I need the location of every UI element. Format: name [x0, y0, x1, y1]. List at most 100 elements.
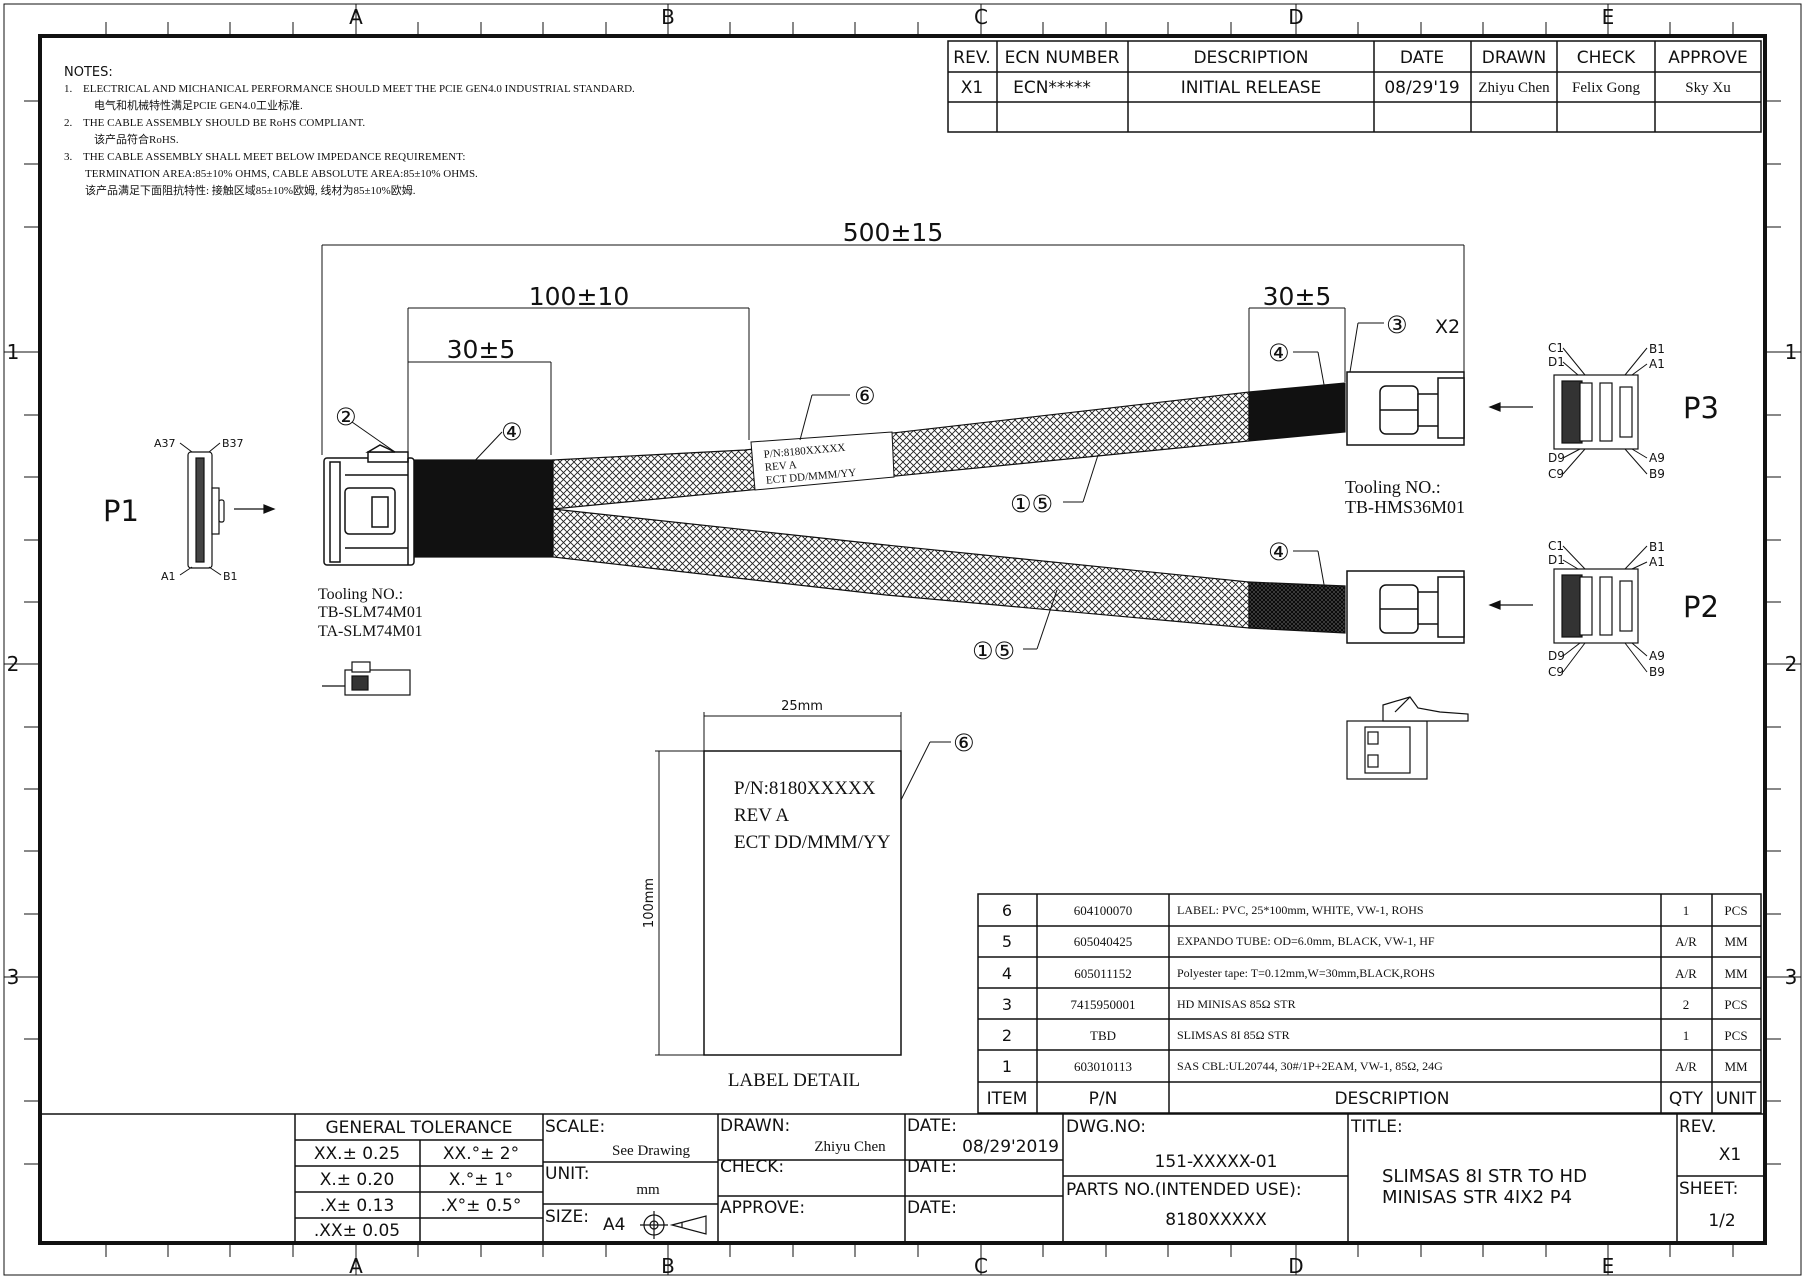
bom-row1-unit: MM	[1724, 1059, 1748, 1074]
bom-row4-item: 4	[1002, 964, 1012, 983]
bom-row4-qty: A/R	[1675, 966, 1697, 981]
bom-header-pn: P/N	[1089, 1089, 1118, 1109]
bom-row6-item: 6	[1002, 901, 1012, 920]
note-1-line-1: ELECTRICAL AND MICHANICAL PERFORMANCE SH…	[83, 83, 635, 95]
rev-label: REV.	[1679, 1117, 1716, 1137]
zone-ticks	[4, 4, 1801, 1275]
p3-pin-a1: A1	[1649, 357, 1665, 371]
title-line-2: MINISAS STR 4IX2 P4	[1382, 1187, 1572, 1208]
cable-assembly	[407, 382, 1346, 634]
p3-tooling-heading: Tooling NO.:	[1345, 477, 1441, 497]
dimension-values: 500±15 100±10 30±5 30±5	[447, 218, 1332, 364]
parts-no-value: 8180XXXXX	[1165, 1210, 1267, 1230]
zone-col-b-bottom: B	[661, 1254, 675, 1278]
tol-r3c2: .X°± 0.5°	[441, 1196, 522, 1216]
note-3-line-1: THE CABLE ASSEMBLY SHALL MEET BELOW IMPE…	[83, 151, 465, 163]
bom-row6-qty: 1	[1683, 903, 1690, 918]
bom-row1-item: 1	[1002, 1057, 1012, 1076]
p1-slimsas-connector	[323, 444, 415, 566]
label-detail-width: 25mm	[781, 699, 823, 714]
p3-pin-d9: D9	[1548, 451, 1565, 465]
p2-pin-b9: B9	[1649, 665, 1665, 679]
p1-pin-leaders	[179, 442, 222, 576]
p2-pin-d9: D9	[1548, 649, 1565, 663]
p2-tool-sketch	[1346, 696, 1469, 780]
p1-polyester-tape	[407, 459, 554, 558]
note-1-num: 1.	[64, 83, 73, 95]
dim-p3-tube: 30±5	[1263, 282, 1332, 311]
tolerance-heading: GENERAL TOLERANCE	[325, 1118, 512, 1138]
bom-header-item: ITEM	[987, 1089, 1028, 1109]
rev-header-rev: REV.	[953, 48, 990, 68]
label-detail-caption: LABEL DETAIL	[728, 1070, 860, 1091]
callout-item-2: ②	[335, 403, 357, 431]
title-line-1: SLIMSAS 8I STR TO HD	[1382, 1166, 1587, 1187]
p2-pin-d1: D1	[1548, 553, 1565, 567]
zone-row-2-right: 2	[1785, 652, 1798, 676]
callout-item-6-cable: ⑥	[854, 382, 876, 410]
bom-row3-desc: HD MINISAS 85Ω STR	[1177, 997, 1296, 1011]
check-date-label: DATE:	[907, 1157, 957, 1177]
drawn-label: DRAWN:	[720, 1116, 790, 1136]
bom-row2-qty: 1	[1683, 1028, 1690, 1043]
label-detail-rev: REV A	[734, 805, 789, 826]
rev-cell-ecn: ECN*****	[1013, 78, 1091, 98]
projection-symbol-icon	[640, 1211, 707, 1239]
zone-row-1: 1	[7, 340, 20, 364]
bom-row2-unit: PCS	[1724, 1028, 1747, 1043]
bom-row5-desc: EXPANDO TUBE: OD=6.0mm, BLACK, VW-1, HF	[1177, 934, 1435, 948]
callout-item-3: ③	[1386, 311, 1408, 339]
scale-label: SCALE:	[545, 1117, 605, 1137]
zone-col-d: D	[1288, 5, 1303, 29]
rev-header-check: CHECK	[1577, 48, 1636, 68]
revision-table: REV. ECN NUMBER DESCRIPTION DATE DRAWN C…	[947, 40, 1762, 133]
bom-row3-unit: PCS	[1724, 997, 1747, 1012]
bom-row5-qty: A/R	[1675, 934, 1697, 949]
zone-row-2: 2	[7, 652, 20, 676]
dim-overall: 500±15	[843, 218, 943, 247]
tol-r4c1: .XX± 0.05	[314, 1221, 400, 1241]
p3-pin-c1: C1	[1548, 341, 1564, 355]
zone-row-1-right: 1	[1785, 340, 1798, 364]
note-3-line-2: TERMINATION AREA:85±10% OHMS, CABLE ABSO…	[85, 168, 478, 180]
rev-cell-date: 08/29'19	[1384, 78, 1459, 98]
title-block: GENERAL TOLERANCE XX.± 0.25 XX.°± 2° X.±…	[40, 1113, 1765, 1243]
parts-no-label: PARTS NO.(INTENDED USE):	[1066, 1180, 1302, 1200]
p3-polyester-tape	[1248, 382, 1346, 442]
dwg-no-label: DWG.NO:	[1066, 1117, 1146, 1137]
note-2-num: 2.	[64, 117, 73, 129]
p1-tooling-heading: Tooling NO.:	[318, 586, 403, 603]
zone-row-3: 3	[7, 965, 20, 989]
tol-r1c1: XX.± 0.25	[314, 1144, 400, 1164]
rev-cell-rev: X1	[961, 78, 983, 98]
label-detail: 25mm 100mm P/N:8180XXXXX REV A ECT DD/MM…	[642, 699, 902, 1091]
size-value: A4	[603, 1215, 625, 1235]
rev-header-ecn: ECN NUMBER	[1005, 48, 1120, 68]
zone-col-e: E	[1602, 5, 1615, 29]
rev-cell-check: Felix Gong	[1572, 80, 1640, 96]
rev-cell-desc: INITIAL RELEASE	[1181, 78, 1322, 98]
bom-row1-pn: 603010113	[1074, 1059, 1132, 1074]
bom-row2-item: 2	[1002, 1026, 1012, 1045]
sheet-value: 1/2	[1708, 1211, 1735, 1231]
bom-row1-desc: SAS CBL:UL20744, 30#/1P+2EAM, VW-1, 85Ω,…	[1177, 1059, 1443, 1073]
zone-col-b: B	[661, 5, 675, 29]
p3-hdminisas-connector	[1346, 371, 1465, 446]
note-3-num: 3.	[64, 151, 73, 163]
drawn-date-label: DATE:	[907, 1116, 957, 1136]
p1-tooling-1: TB-SLM74M01	[318, 604, 423, 621]
p3-pin-b9: B9	[1649, 467, 1665, 481]
p3-pin-a9: A9	[1649, 451, 1665, 465]
drawn-value: Zhiyu Chen	[814, 1139, 886, 1155]
zone-col-c-bottom: C	[974, 1254, 988, 1278]
p1-tooling-2: TA-SLM74M01	[318, 623, 423, 640]
sheet-label: SHEET:	[1679, 1179, 1738, 1199]
dimension-lines	[321, 244, 1465, 455]
p1-pin-b1: B1	[223, 570, 238, 583]
zone-col-a: A	[349, 5, 363, 29]
tol-r2c1: X.± 0.20	[320, 1170, 395, 1190]
rev-header-desc: DESCRIPTION	[1193, 48, 1308, 68]
bom-header-desc: DESCRIPTION	[1334, 1089, 1449, 1109]
note-2-line-2: 该产品符合RoHS.	[94, 132, 179, 146]
